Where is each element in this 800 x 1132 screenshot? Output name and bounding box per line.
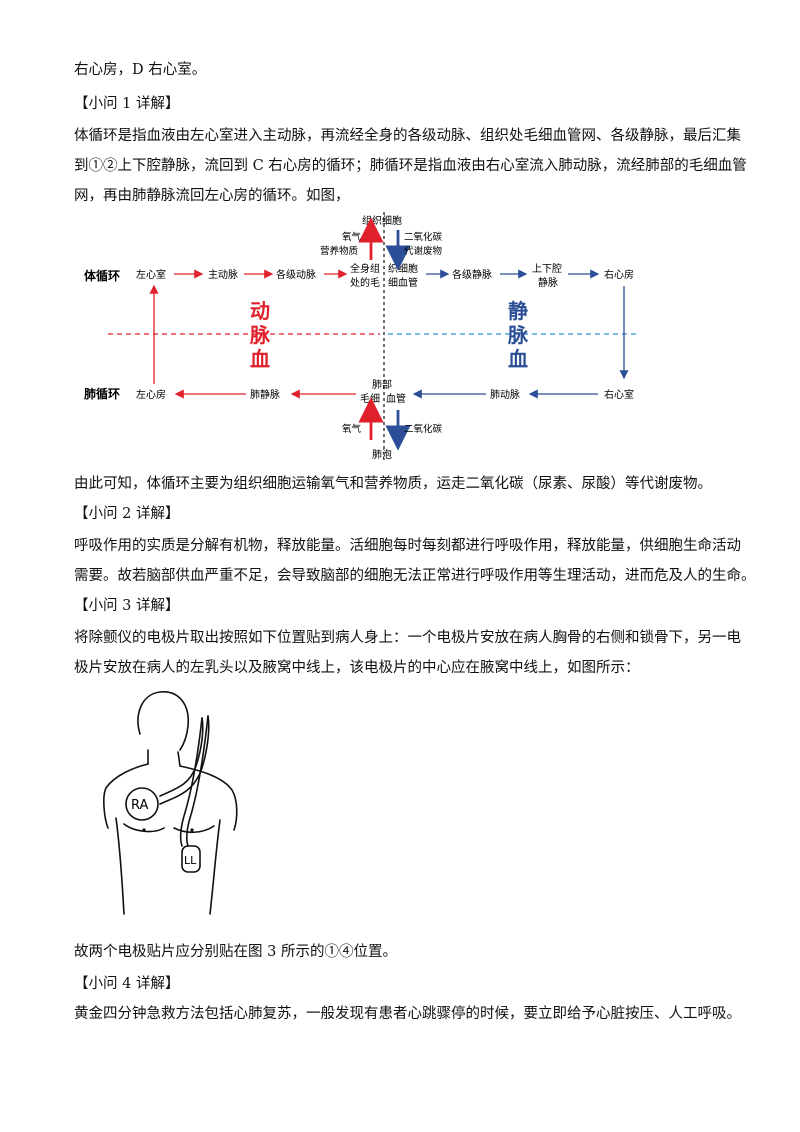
text-line: 由此可知，体循环主要为组织细胞运输氧气和营养物质，运走二氧化碳（尿素、尿酸）等代… bbox=[74, 476, 712, 492]
electrode-ll bbox=[181, 845, 201, 873]
node-capillary-right-1: 织细胞 bbox=[388, 262, 418, 275]
text-line: 呼吸作用的实质是分解有机物，释放能量。活细胞每时每刻都进行呼吸作用，释放能量，供… bbox=[74, 538, 741, 554]
node-capillary-left-1: 全身组 bbox=[350, 262, 380, 275]
circulation-diagram: 体循环 肺循环 左心室 主动脉 各级动脉 全身组 处的毛 织细胞 细血管 各级静… bbox=[84, 212, 640, 461]
label-venous-2: 脉 bbox=[507, 323, 529, 347]
label-arterial-2: 脉 bbox=[249, 323, 271, 347]
node-pulmonary-artery: 肺动脉 bbox=[490, 388, 520, 401]
section-heading: 【小问 3 详解】 bbox=[74, 598, 180, 614]
neck-right bbox=[177, 751, 181, 767]
text-line: 故两个电极贴片应分别贴在图 3 所示的①④位置。 bbox=[74, 944, 397, 960]
cable-outer bbox=[159, 715, 210, 805]
head-outline bbox=[137, 691, 189, 751]
node-tissue-cells: 组织细胞 bbox=[362, 214, 402, 227]
left-shoulder bbox=[103, 763, 149, 829]
section-heading: 【小问 2 详解】 bbox=[74, 506, 180, 522]
text-line: 到①②上下腔静脉，流回到 C 右心房的循环；肺循环是指血液由右心室流入肺动脉，流… bbox=[74, 158, 747, 174]
text-line: 网，再由肺静脉流回左心房的循环。如图， bbox=[74, 188, 350, 204]
label-co2: 二氧化碳 bbox=[404, 423, 443, 435]
chest-right bbox=[173, 825, 215, 834]
node-lung-capillary-1: 肺部 bbox=[372, 378, 392, 391]
node-aorta: 主动脉 bbox=[208, 268, 238, 281]
node-arteries: 各级动脉 bbox=[276, 268, 316, 281]
label-oxygen: 氧气 bbox=[342, 423, 362, 435]
label-arterial-1: 动 bbox=[250, 299, 270, 323]
node-lung-capillary-2b: 血管 bbox=[386, 392, 406, 405]
electrode-ra bbox=[125, 787, 159, 821]
label-ll: LL bbox=[184, 854, 197, 867]
label-co2-waste-2: 代谢废物 bbox=[404, 245, 443, 257]
cable-ll-inner bbox=[179, 717, 203, 847]
node-left-atrium: 左心房 bbox=[136, 388, 166, 401]
text-line: 将除颤仪的电极片取出按照如下位置贴到病人身上：一个电极片安放在病人胸骨的右侧和锁… bbox=[74, 630, 741, 646]
text-line: 需要。故若脑部供血严重不足，会导致脑部的细胞无法正常进行呼吸作用等生理活动，进而… bbox=[74, 568, 756, 584]
label-venous-1: 静 bbox=[508, 299, 528, 323]
label-pulmonary: 肺循环 bbox=[84, 386, 120, 401]
node-vena-cava-2: 静脉 bbox=[538, 276, 558, 289]
node-left-ventricle: 左心室 bbox=[136, 268, 166, 281]
label-venous-3: 血 bbox=[508, 347, 528, 371]
torso-right bbox=[209, 819, 221, 915]
label-systemic: 体循环 bbox=[84, 268, 120, 283]
section-heading: 【小问 4 详解】 bbox=[74, 976, 180, 992]
section-heading: 【小问 1 详解】 bbox=[74, 96, 180, 112]
label-ra: RA bbox=[131, 798, 149, 813]
text-line: 黄金四分钟急救方法包括心肺复苏，一般发现有患者心跳骤停的时候，要立即给予心脏按压… bbox=[74, 1006, 741, 1022]
node-capillary-right-2: 细血管 bbox=[388, 276, 418, 289]
cable-ll-outer bbox=[185, 715, 209, 847]
node-vena-cava-1: 上下腔 bbox=[532, 262, 562, 275]
torso-left bbox=[115, 817, 125, 915]
node-right-ventricle: 右心室 bbox=[604, 388, 634, 401]
node-capillary-left-2: 处的毛 bbox=[350, 276, 380, 289]
text-line: 体循环是指血液由左心室进入主动脉，再流经全身的各级动脉、组织处毛细血管网、各级静… bbox=[74, 128, 741, 144]
label-oxygen-nutrients-2: 营养物质 bbox=[320, 245, 359, 257]
text-line: 右心房，D 右心室。 bbox=[74, 62, 207, 78]
label-arterial-3: 血 bbox=[250, 347, 270, 371]
text-line: 极片安放在病人的左乳头以及腋窝中线上，该电极片的中心应在腋窝中线上，如图所示： bbox=[74, 660, 640, 676]
node-pulmonary-vein: 肺静脉 bbox=[250, 388, 280, 401]
node-lung-capillary-2a: 毛细 bbox=[360, 392, 380, 405]
node-veins: 各级静脉 bbox=[452, 268, 492, 281]
node-alveoli: 肺泡 bbox=[372, 448, 392, 461]
right-shoulder bbox=[179, 765, 238, 831]
electrode-placement-figure: RA LL bbox=[103, 691, 238, 915]
label-oxygen-nutrients-1: 氧气 bbox=[342, 231, 362, 243]
node-right-atrium: 右心房 bbox=[604, 268, 634, 281]
label-co2-waste-1: 二氧化碳 bbox=[404, 231, 443, 243]
